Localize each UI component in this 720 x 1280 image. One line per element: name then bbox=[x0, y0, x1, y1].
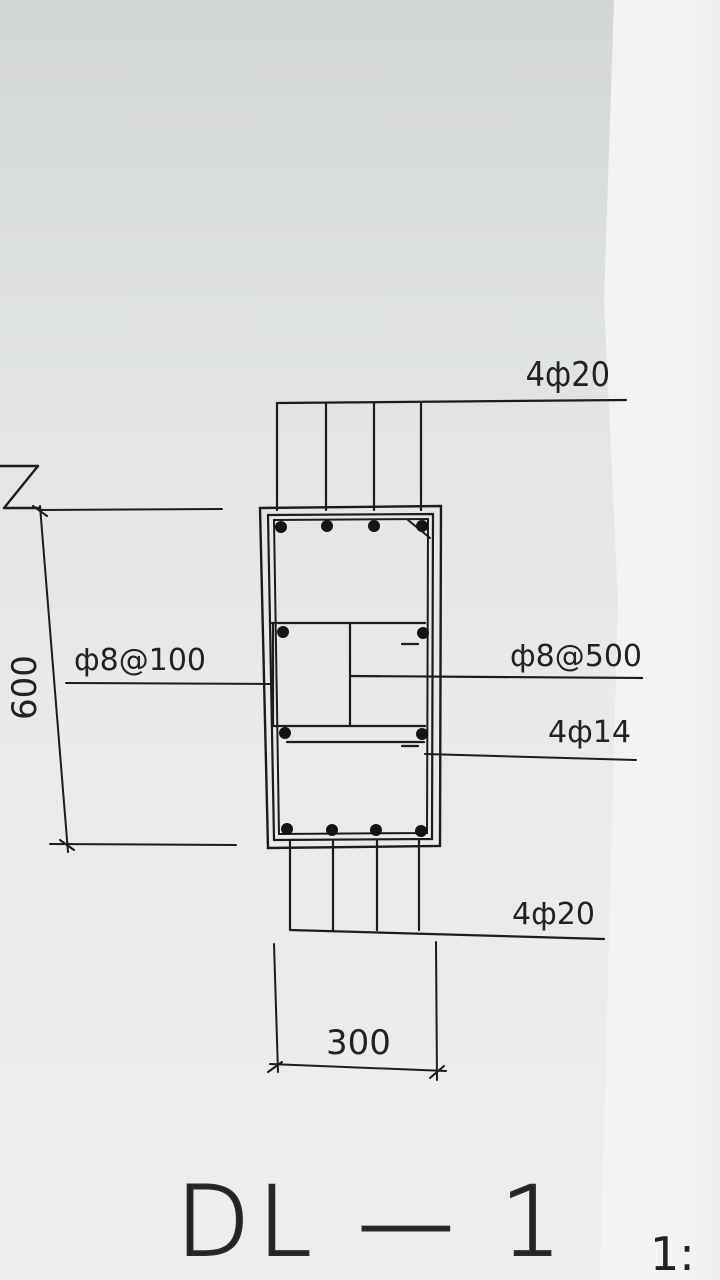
bottom-bar-4 bbox=[415, 825, 427, 837]
beam-outline bbox=[258, 504, 443, 850]
stirrup-leader bbox=[65, 682, 271, 685]
scale-label: 1: bbox=[650, 1227, 695, 1280]
waist-bar-4 bbox=[416, 728, 428, 740]
bottom-bar-2 bbox=[326, 824, 338, 836]
beam-title: DL — 1 bbox=[176, 1166, 570, 1278]
top-bar-4 bbox=[416, 520, 428, 532]
bottom-bar-3 bbox=[370, 824, 382, 836]
top-bar-3 bbox=[368, 520, 380, 532]
width-dimension-label: 300 bbox=[326, 1023, 391, 1063]
paper-sheet-edge bbox=[600, 0, 720, 1280]
waist-bars-leader bbox=[424, 753, 637, 761]
tie-label: ф8@500 bbox=[510, 639, 642, 674]
waist-bar-2 bbox=[417, 627, 429, 639]
waist-bar-1 bbox=[277, 626, 289, 638]
section-mark bbox=[0, 464, 42, 510]
waist-bars-label: 4ф14 bbox=[548, 715, 631, 750]
waist-bar-3 bbox=[279, 727, 291, 739]
waist-tie bbox=[270, 621, 644, 748]
height-dimension bbox=[32, 505, 237, 853]
top-bars-leader bbox=[275, 398, 628, 512]
top-bar-2 bbox=[321, 520, 333, 532]
bottom-bars-leader bbox=[288, 838, 606, 941]
top-bars-label: 4ф20 bbox=[526, 354, 611, 394]
stirrup bbox=[266, 512, 435, 842]
bottom-bars-label: 4ф20 bbox=[512, 897, 595, 932]
bottom-bar-1 bbox=[281, 823, 293, 835]
stirrup-label: ф8@100 bbox=[74, 643, 206, 678]
width-dimension bbox=[267, 941, 447, 1081]
top-bar-1 bbox=[275, 521, 287, 533]
height-dimension-label: 600 bbox=[5, 655, 45, 720]
rebar-dots bbox=[275, 520, 429, 837]
